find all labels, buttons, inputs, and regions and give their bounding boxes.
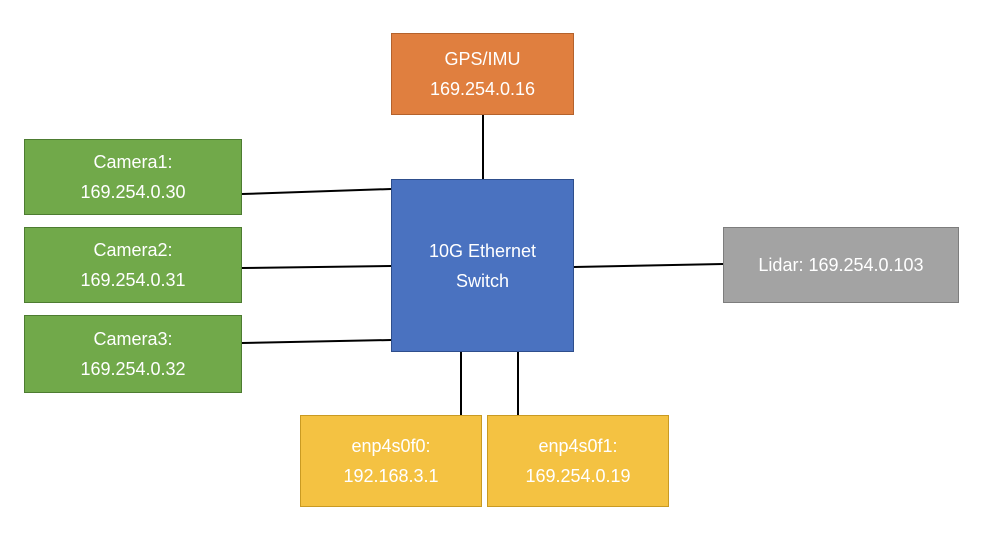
enp4s0f0-name: enp4s0f0: [351,436,431,456]
gps-imu-node: GPS/IMU 169.254.0.16 [391,33,574,115]
camera1-ip: 169.254.0.30 [80,182,186,202]
camera2-ip: 169.254.0.31 [80,270,186,290]
link-camera1-switch [241,188,392,195]
enp4s0f0-node: enp4s0f0: 192.168.3.1 [300,415,482,507]
ethernet-switch-node: 10G Ethernet Switch [391,179,574,352]
camera2-name: Camera2: [93,240,173,260]
switch-label-line1: 10G Ethernet [428,240,537,261]
enp4s0f1-ip: 169.254.0.19 [525,466,631,486]
link-camera2-switch [241,265,392,269]
enp4s0f0-ip: 192.168.3.1 [343,466,439,486]
camera1-node: Camera1: 169.254.0.30 [24,139,242,215]
lidar-node: Lidar: 169.254.0.103 [723,227,959,303]
enp4s0f1-name: enp4s0f1: [538,436,618,456]
switch-label-line2: Switch [455,270,509,291]
camera3-name: Camera3: [93,329,173,349]
camera3-ip: 169.254.0.32 [80,359,186,379]
gps-imu-name: GPS/IMU [444,49,521,69]
lidar-label: Lidar: 169.254.0.103 [758,255,924,275]
enp4s0f1-node: enp4s0f1: 169.254.0.19 [487,415,669,507]
camera1-name: Camera1: [93,152,173,172]
link-camera3-switch [241,339,392,344]
camera2-node: Camera2: 169.254.0.31 [24,227,242,303]
gps-imu-ip: 169.254.0.16 [429,79,536,99]
link-lidar-switch [573,263,724,268]
camera3-node: Camera3: 169.254.0.32 [24,315,242,393]
